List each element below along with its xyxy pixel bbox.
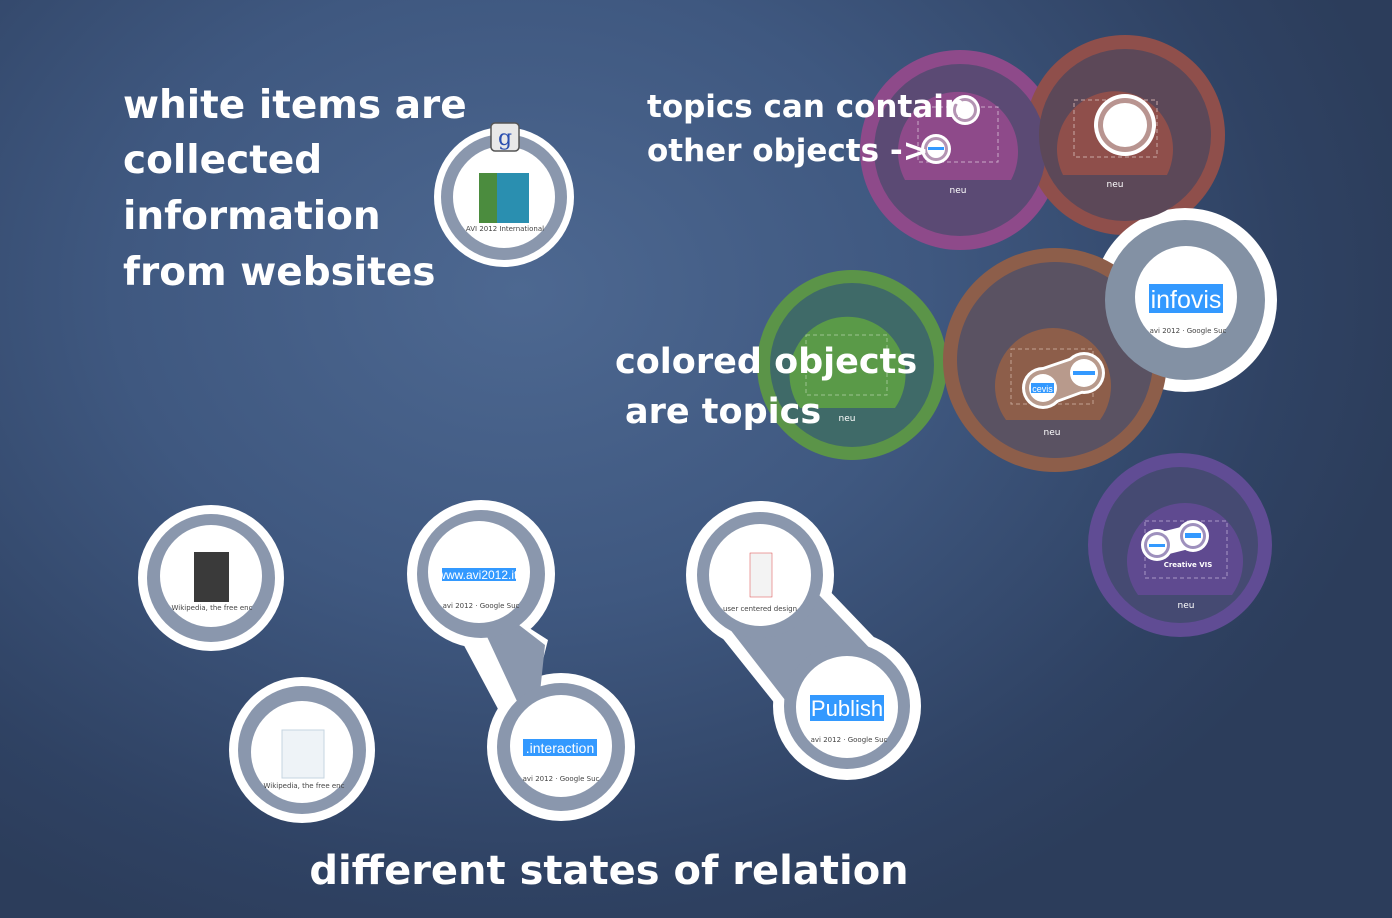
annotation-white-items: white items are collected information fr… [123, 83, 467, 295]
item-wikipedia-2[interactable]: Wikipedia, the free enc [229, 677, 375, 823]
topic-orange[interactable]: cevis neu [995, 328, 1111, 438]
item-wikipedia-1[interactable]: Wikipedia, the free enc [138, 505, 284, 651]
relation-avi-interaction[interactable]: www.avi2012.it/ avi 2012 · Google Suc .i… [407, 500, 635, 821]
item-publish[interactable]: Publish avi 2012 · Google Suc [796, 656, 898, 758]
topic-green[interactable]: neu [789, 316, 906, 424]
google-g-icon[interactable]: g [490, 122, 520, 152]
item-highlight: www.avi2012.it/ [436, 568, 521, 582]
mini-item[interactable] [956, 101, 974, 119]
thumbnail-image [194, 552, 229, 602]
svg-text:from websites: from websites [123, 250, 436, 295]
item-caption: avi 2012 · Google Suc [1150, 327, 1227, 335]
item-caption: avi 2012 · Google Suc [523, 775, 600, 783]
item-caption: avi 2012 · Google Suc [443, 602, 520, 610]
svg-text:g: g [498, 126, 512, 151]
topic-label: neu [1178, 601, 1195, 611]
topic-purple[interactable]: Creative VIS neu [1127, 503, 1243, 611]
annotation-topics-contain: topics can contain other objects -> [647, 89, 966, 169]
item-caption: user centered design [723, 605, 797, 613]
topic-content-frame [805, 334, 888, 396]
topic-inner-label: Creative VIS [1164, 561, 1213, 569]
svg-text:other objects ->: other objects -> [647, 133, 929, 169]
topic-magenta[interactable]: neu [898, 91, 1018, 196]
svg-text:colored objects: colored objects [615, 342, 917, 382]
svg-text:white items are: white items are [123, 83, 467, 128]
topic-label: neu [839, 414, 856, 424]
svg-text:collected: collected [123, 138, 322, 183]
item-caption: Wikipedia, the free enc [264, 782, 345, 790]
thumbnail-image [749, 552, 773, 598]
topic-label: neu [1044, 428, 1061, 438]
mini-item-highlight: cevis [1032, 384, 1053, 394]
topic-brown[interactable]: neu [1057, 91, 1173, 190]
topic-content-frame [917, 106, 999, 163]
item-infovis[interactable]: infovis avi 2012 · Google Suc [1135, 246, 1237, 348]
item-caption: AVI 2012 International [466, 225, 544, 233]
item-user-centered-design[interactable]: user centered design [709, 524, 811, 626]
topic-label: neu [950, 186, 967, 196]
item-caption: avi 2012 · Google Suc [811, 736, 888, 744]
svg-text:topics can contain: topics can contain [647, 89, 966, 125]
item-google[interactable]: AVI 2012 International g [434, 122, 574, 267]
svg-text:are topics: are topics [625, 392, 821, 432]
item-caption: Wikipedia, the free enc [172, 604, 253, 612]
item-avi2012[interactable]: www.avi2012.it/ avi 2012 · Google Suc [428, 521, 530, 623]
annotation-relation-states: different states of relation [309, 848, 908, 894]
annotation-colored-objects: colored objects are topics [615, 342, 917, 432]
mini-item[interactable] [1103, 103, 1147, 147]
topic-label: neu [1107, 180, 1124, 190]
thumbnail-image [281, 729, 325, 779]
item-highlight: .interaction [526, 740, 594, 756]
item-highlight: infovis [1151, 286, 1222, 314]
relation-ucd-publish[interactable]: user centered design Publish avi 2012 · … [686, 501, 921, 780]
item-highlight: Publish [811, 696, 883, 721]
svg-text:information: information [123, 194, 381, 239]
item-interaction[interactable]: .interaction avi 2012 · Google Suc [510, 695, 612, 797]
